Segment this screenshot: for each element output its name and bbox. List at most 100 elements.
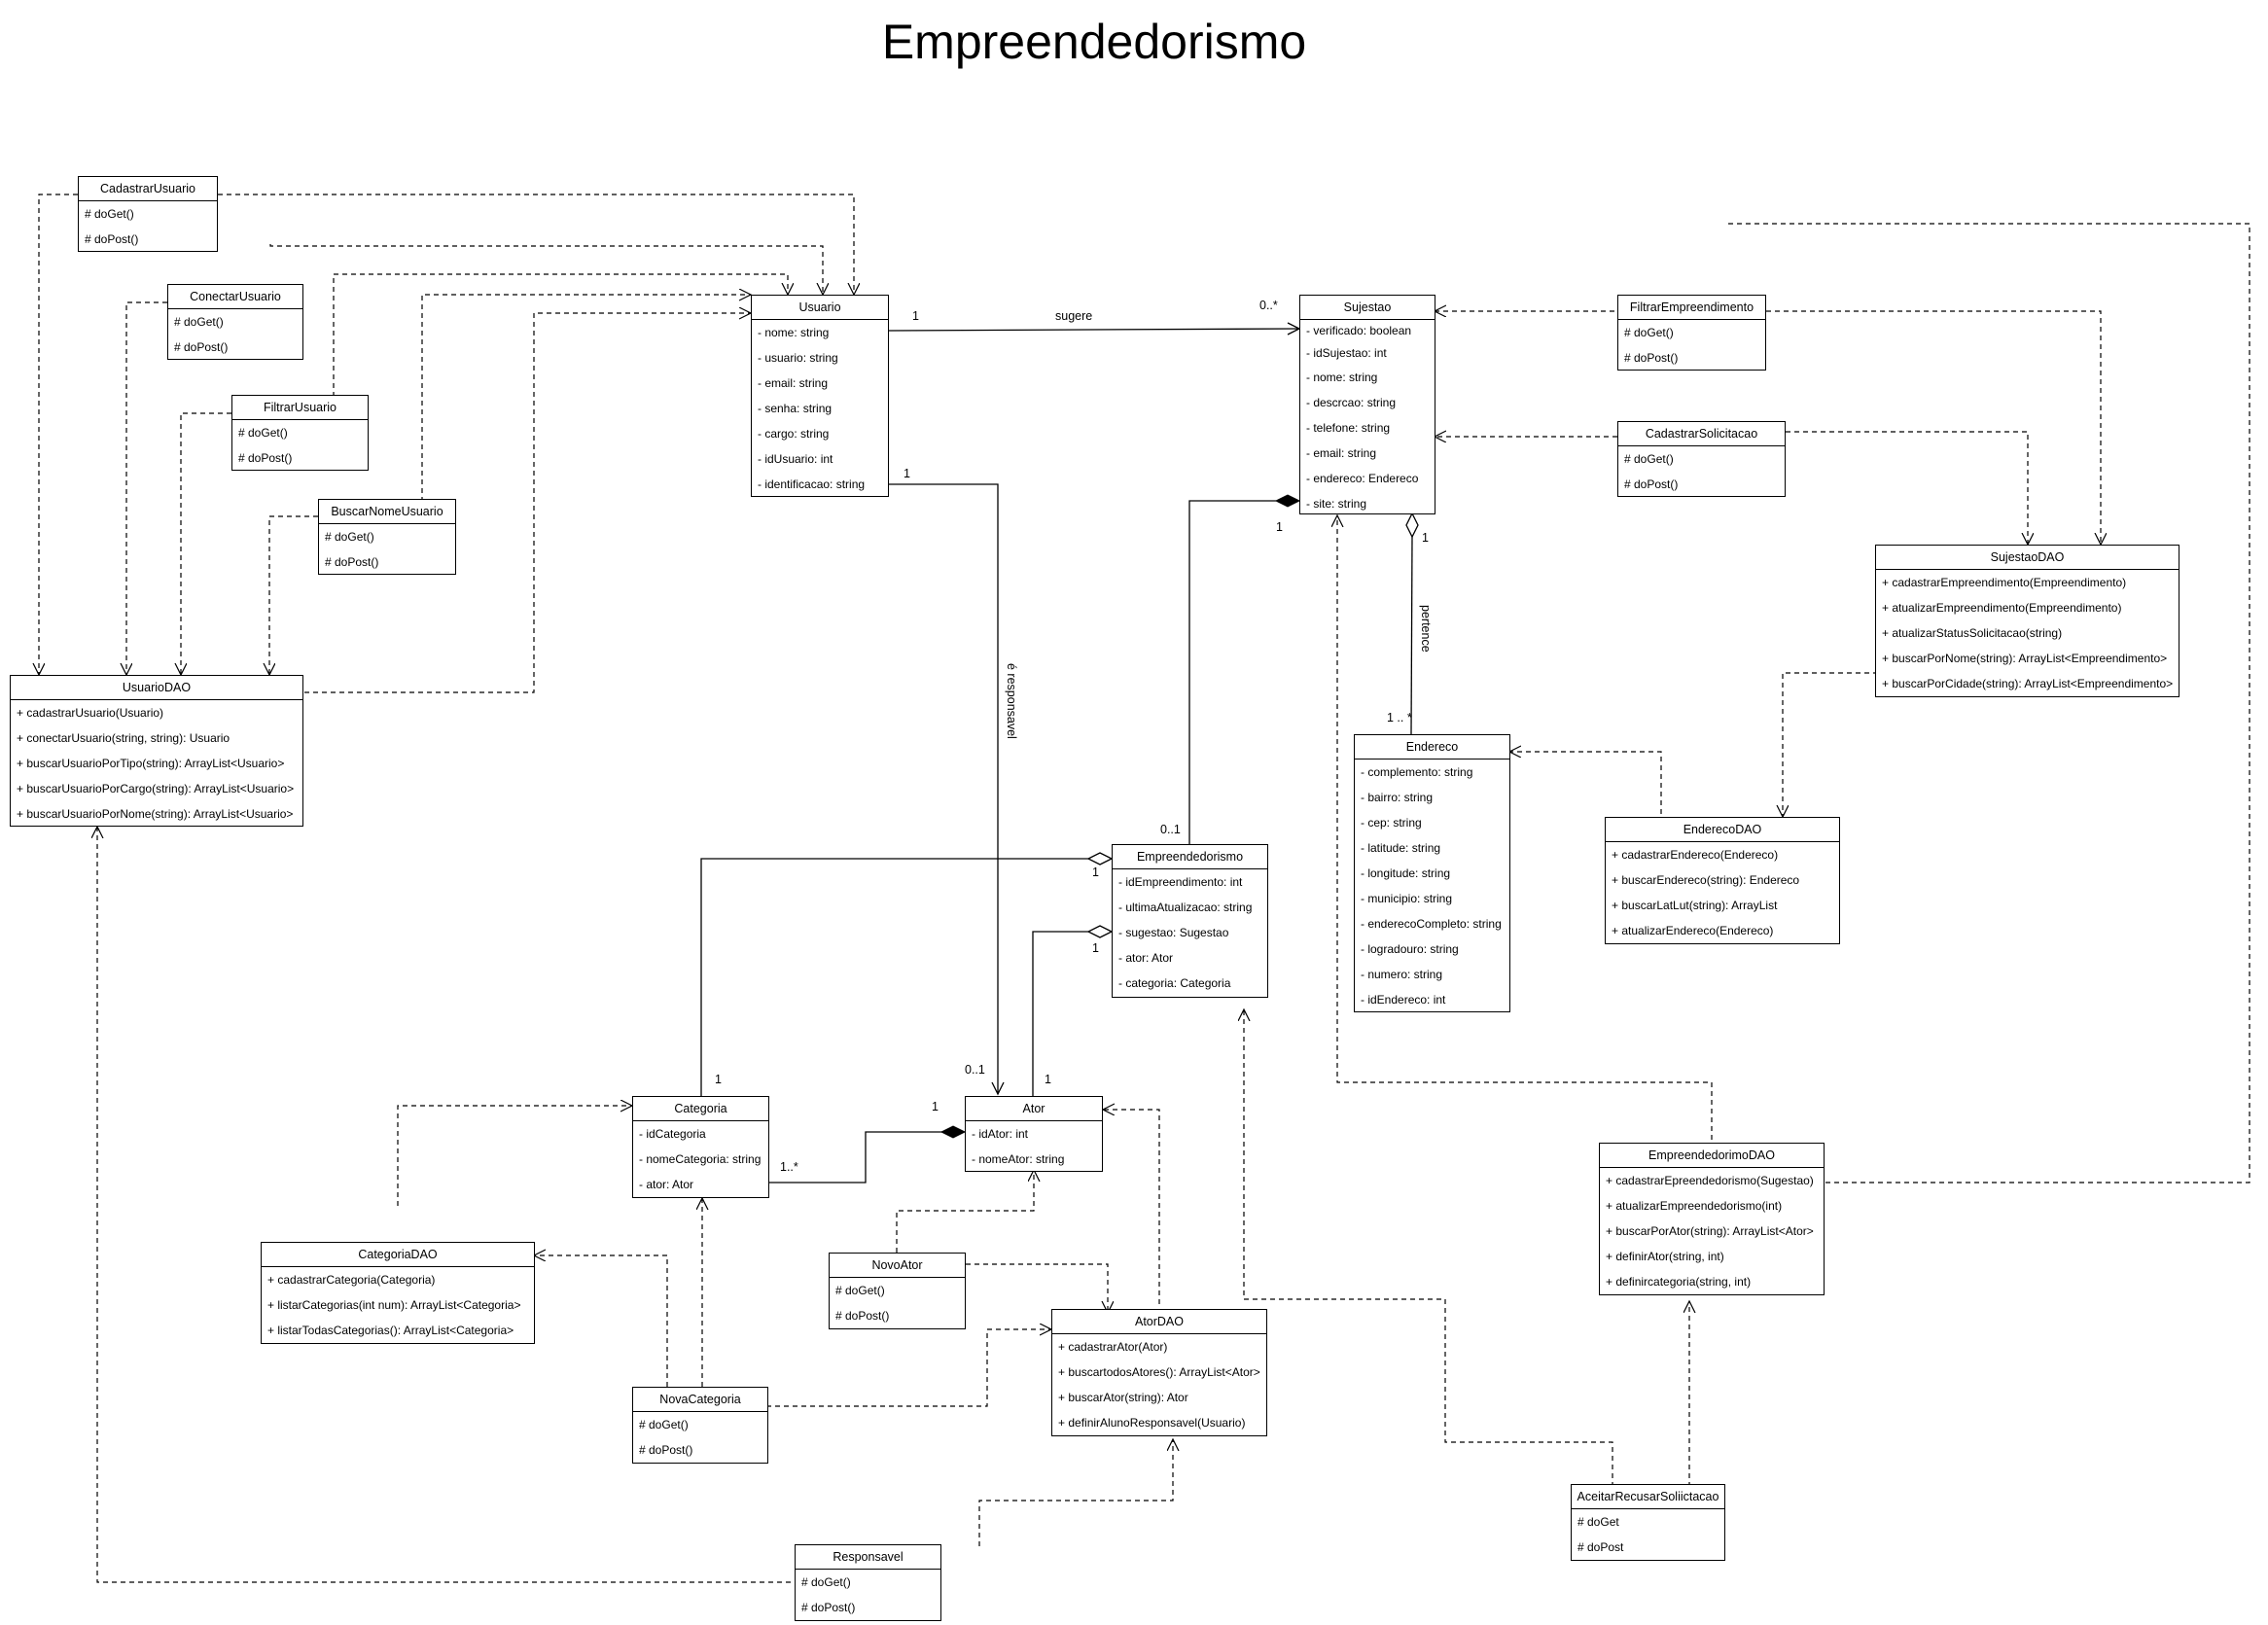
- class-name: Endereco: [1355, 735, 1509, 760]
- class-member: - verificado: boolean: [1306, 324, 1412, 337]
- class-name: SujestaoDAO: [1876, 546, 2179, 570]
- multiplicity-label: 1: [904, 467, 910, 480]
- class-sujestao[interactable]: Sujestao - verificado: boolean - idSujes…: [1299, 295, 1435, 514]
- class-novo-ator[interactable]: NovoAtor # doGet() # doPost(): [829, 1253, 966, 1329]
- class-member: - ator: Ator: [1118, 951, 1174, 965]
- class-member: - cep: string: [1361, 816, 1422, 830]
- class-member: - idCategoria: [639, 1127, 706, 1141]
- class-member: + definircategoria(string, int): [1606, 1275, 1752, 1289]
- class-member: + buscarUsuarioPorNome(string): ArrayLis…: [17, 807, 294, 821]
- class-member: - nomeAtor: string: [972, 1152, 1065, 1166]
- empreendedorismo-categoria-aggregation: [700, 858, 1096, 1096]
- class-name: EnderecoDAO: [1606, 818, 1839, 842]
- multiplicity-label: 1 .. *: [1387, 711, 1412, 724]
- class-member: - nomeCategoria: string: [639, 1152, 762, 1166]
- class-member: - ultimaAtualizacao: string: [1118, 901, 1253, 914]
- class-member: + buscartodosAtores(): ArrayList<Ator>: [1058, 1365, 1260, 1379]
- composition-diamond-ator: [939, 1125, 967, 1139]
- multiplicity-label: 0..1: [965, 1063, 985, 1077]
- class-member: # doPost(): [85, 232, 139, 246]
- class-member: - numero: string: [1361, 968, 1443, 981]
- class-member: + cadastrarUsuario(Usuario): [17, 706, 164, 720]
- class-member: # doGet(): [1624, 452, 1674, 466]
- class-usuario[interactable]: Usuario - nome: string - usuario: string…: [751, 295, 889, 497]
- class-endereco[interactable]: Endereco - complemento: string - bairro:…: [1354, 734, 1510, 1012]
- class-ator-dao[interactable]: AtorDAO + cadastrarAtor(Ator) + buscarto…: [1051, 1309, 1267, 1436]
- class-member: - categoria: Categoria: [1118, 976, 1231, 990]
- multiplicity-label: 1: [912, 309, 919, 323]
- class-member: # doGet(): [238, 426, 288, 440]
- class-empreendedorimo-dao[interactable]: EmpreendedorimoDAO + cadastrarEpreendedo…: [1599, 1143, 1825, 1295]
- class-name: UsuarioDAO: [11, 676, 302, 700]
- class-member: + buscarUsuarioPorCargo(string): ArrayLi…: [17, 782, 295, 795]
- class-responsavel[interactable]: Responsavel # doGet() # doPost(): [795, 1544, 941, 1621]
- class-member: - latitude: string: [1361, 841, 1441, 855]
- class-ator[interactable]: Ator - idAtor: int - nomeAtor: string: [965, 1096, 1103, 1172]
- multiplicity-label: 1: [1276, 520, 1283, 534]
- class-name: Categoria: [633, 1097, 768, 1121]
- class-member: + cadastrarEmpreendimento(Empreendimento…: [1882, 576, 2127, 589]
- class-name: NovaCategoria: [633, 1388, 767, 1412]
- class-member: - complemento: string: [1361, 765, 1473, 779]
- aggregation-diamond-sujestao: [1405, 512, 1419, 539]
- class-usuario-dao[interactable]: UsuarioDAO + cadastrarUsuario(Usuario) +…: [10, 675, 303, 827]
- class-name: ConectarUsuario: [168, 285, 302, 309]
- class-member: - site: string: [1306, 497, 1367, 511]
- composition-diamond-sujestao: [1274, 494, 1301, 508]
- class-cadastrar-usuario[interactable]: CadastrarUsuario # doGet() # doPost(): [78, 176, 218, 252]
- class-name: CadastrarUsuario: [79, 177, 217, 201]
- sujestao-endereco-aggregation: [1410, 536, 1413, 735]
- class-name: CategoriaDAO: [262, 1243, 534, 1267]
- class-name: CadastrarSolicitacao: [1618, 422, 1785, 446]
- class-name: Usuario: [752, 296, 888, 320]
- class-member: - ator: Ator: [639, 1178, 694, 1191]
- class-member: - municipio: string: [1361, 892, 1453, 905]
- class-member: - descrcao: string: [1306, 396, 1397, 409]
- class-member: # doPost(): [1624, 477, 1679, 491]
- class-member: # doGet(): [174, 315, 224, 329]
- class-member: # doPost(): [801, 1601, 856, 1614]
- class-empreendedorismo[interactable]: Empreendedorismo - idEmpreendimento: int…: [1112, 844, 1268, 998]
- class-sujestao-dao[interactable]: SujestaoDAO + cadastrarEmpreendimento(Em…: [1875, 545, 2179, 697]
- class-name: Empreendedorismo: [1113, 845, 1267, 869]
- class-member: - logradouro: string: [1361, 942, 1459, 956]
- class-member: # doGet(): [639, 1418, 689, 1431]
- diagram-title: Empreendedorismo: [881, 15, 1307, 69]
- class-member: - idAtor: int: [972, 1127, 1029, 1141]
- class-name: AtorDAO: [1052, 1310, 1266, 1334]
- class-name: Responsavel: [796, 1545, 940, 1570]
- class-conectar-usuario[interactable]: ConectarUsuario # doGet() # doPost(): [167, 284, 303, 360]
- class-member: # doGet: [1577, 1515, 1619, 1529]
- class-name: NovoAtor: [830, 1254, 965, 1278]
- class-filtrar-empreendimento[interactable]: FiltrarEmpreendimento # doGet() # doPost…: [1617, 295, 1766, 371]
- multiplicity-label: 1: [715, 1073, 722, 1086]
- class-nova-categoria[interactable]: NovaCategoria # doGet() # doPost(): [632, 1387, 768, 1464]
- class-buscar-nome-usuario[interactable]: BuscarNomeUsuario # doGet() # doPost(): [318, 499, 456, 575]
- aggregation-diamond-emp-categoria: [1086, 852, 1114, 865]
- class-filtrar-usuario[interactable]: FiltrarUsuario # doGet() # doPost(): [231, 395, 369, 471]
- class-cadastrar-solicitacao[interactable]: CadastrarSolicitacao # doGet() # doPost(…: [1617, 421, 1786, 497]
- sujestao-empreendedorismo-composition: [1188, 500, 1276, 844]
- class-member: + atualizarEmpreendedorismo(int): [1606, 1199, 1783, 1213]
- class-endereco-dao[interactable]: EnderecoDAO + cadastrarEndereco(Endereco…: [1605, 817, 1840, 944]
- class-member: - idEndereco: int: [1361, 993, 1446, 1007]
- class-member: - longitude: string: [1361, 866, 1451, 880]
- class-member: # doPost(): [835, 1309, 890, 1323]
- multiplicity-label: 1: [1092, 865, 1099, 879]
- class-member: + buscarPorCidade(string): ArrayList<Emp…: [1882, 677, 2174, 690]
- class-aceitar-recusar[interactable]: AceitarRecusarSoliictacao # doGet # doPo…: [1571, 1484, 1725, 1561]
- class-member: - email: string: [758, 376, 829, 390]
- class-categoria-dao[interactable]: CategoriaDAO + cadastrarCategoria(Catego…: [261, 1242, 535, 1344]
- class-member: # doPost(): [325, 555, 379, 569]
- class-member: # doGet(): [325, 530, 374, 544]
- class-member: - nome: string: [758, 326, 830, 339]
- class-member: - sugestao: Sugestao: [1118, 926, 1229, 939]
- class-categoria[interactable]: Categoria - idCategoria - nomeCategoria:…: [632, 1096, 769, 1198]
- multiplicity-label: 1: [1422, 531, 1429, 545]
- class-member: # doPost(): [174, 340, 229, 354]
- class-member: - identificacao: string: [758, 477, 866, 491]
- class-member: # doPost: [1577, 1540, 1624, 1554]
- multiplicity-label: 1: [932, 1100, 939, 1113]
- pertence-label: pertence: [1419, 605, 1433, 653]
- class-name: AceitarRecusarSoliictacao: [1572, 1485, 1724, 1509]
